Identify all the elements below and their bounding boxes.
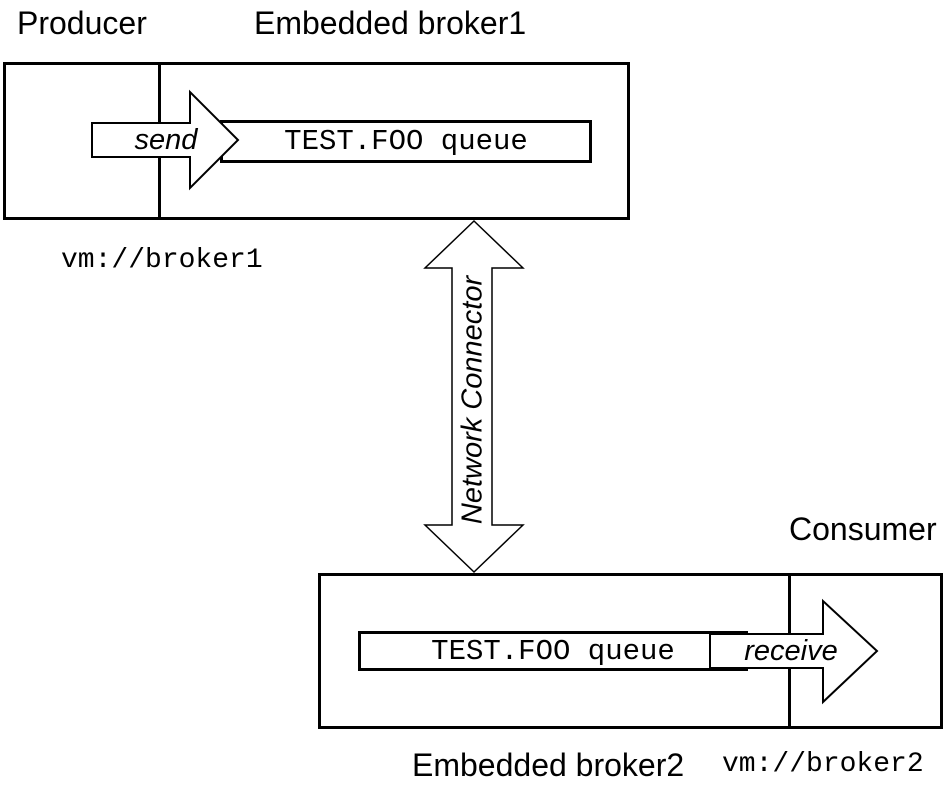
broker2-label: Embedded broker2 bbox=[412, 747, 685, 783]
queue2-box: TEST.FOO queue bbox=[358, 631, 748, 671]
vm-broker2-url: vm://broker2 bbox=[722, 749, 924, 780]
queue2-label: TEST.FOO queue bbox=[431, 634, 675, 668]
producer-label: Producer bbox=[17, 5, 147, 41]
send-label: send bbox=[134, 124, 198, 156]
consumer-label: Consumer bbox=[789, 511, 937, 547]
vm-broker1-url: vm://broker1 bbox=[61, 245, 263, 276]
queue1-box: TEST.FOO queue bbox=[220, 120, 592, 163]
network-connector-label: Network Connector bbox=[456, 275, 489, 525]
queue1-label: TEST.FOO queue bbox=[284, 125, 528, 158]
broker1-label: Embedded broker1 bbox=[254, 5, 527, 41]
receive-label: receive bbox=[744, 634, 838, 667]
